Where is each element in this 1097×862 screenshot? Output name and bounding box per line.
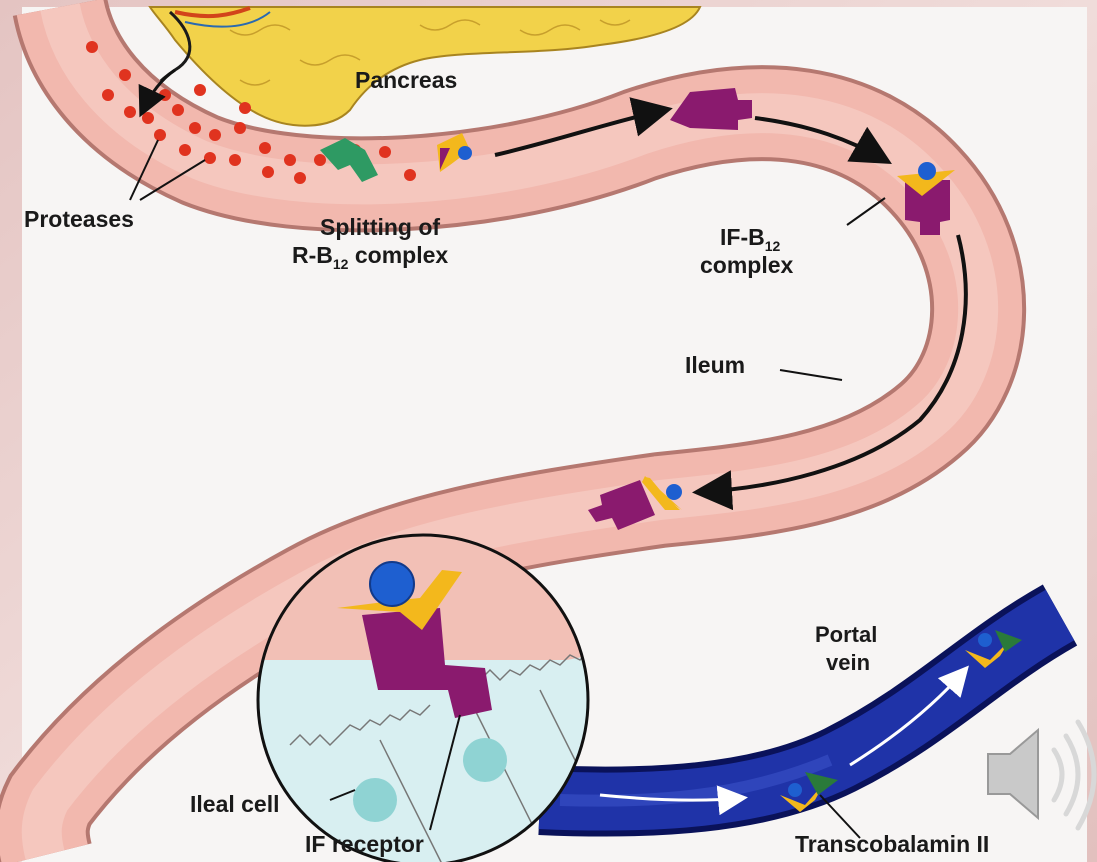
label-if-b12-line2: complex: [700, 252, 794, 278]
label-ileal-cell: Ileal cell: [190, 791, 280, 817]
label-pancreas: Pancreas: [355, 67, 457, 93]
label-portal-line2: vein: [826, 650, 870, 675]
label-ileum: Ileum: [685, 352, 745, 378]
label-portal-line1: Portal: [815, 622, 877, 647]
label-proteases: Proteases: [24, 206, 134, 232]
b12-large: [370, 562, 414, 606]
label-splitting-line2: R-B12 complex: [292, 242, 448, 272]
label-splitting-line1: Splitting of: [320, 214, 440, 240]
label-transcobalamin: Transcobalamin II: [795, 831, 989, 857]
label-if-receptor: IF receptor: [305, 831, 424, 857]
